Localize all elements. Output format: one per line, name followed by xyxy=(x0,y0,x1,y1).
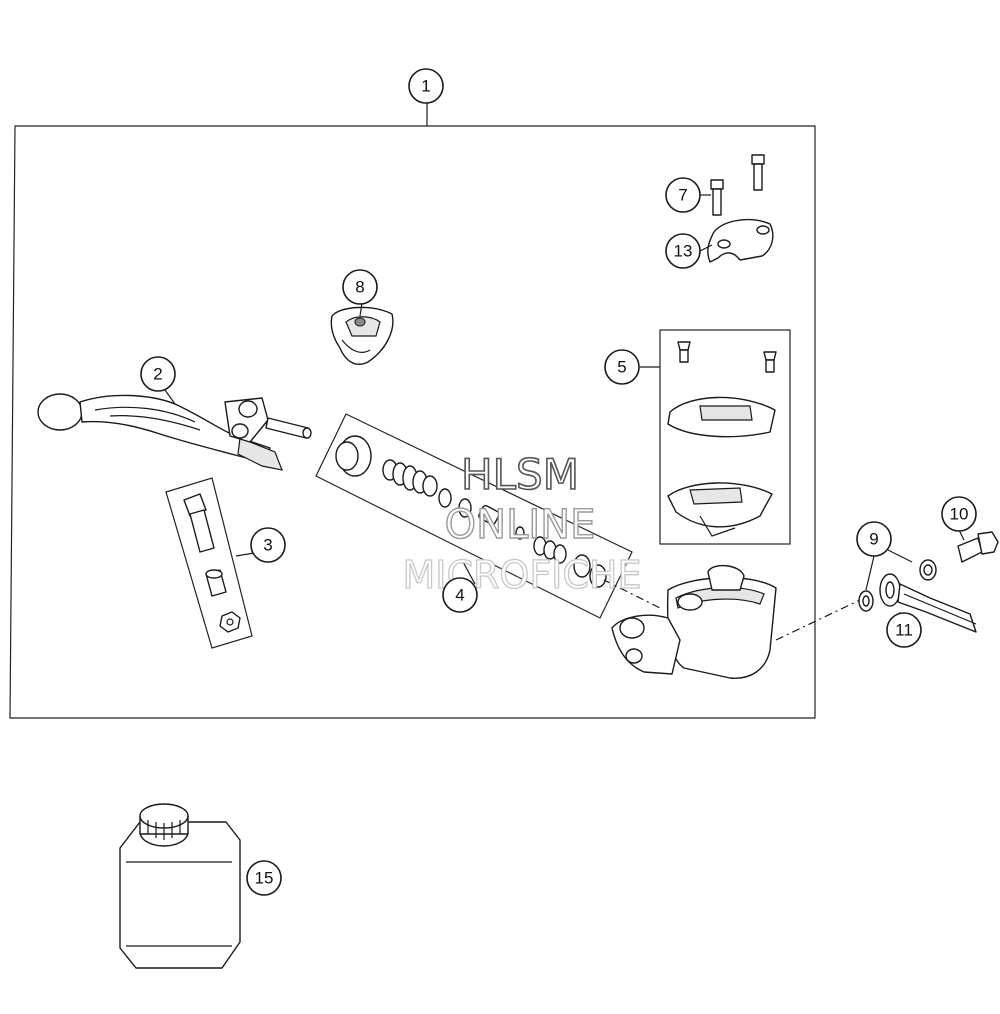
callout-11[interactable]: 11 xyxy=(886,612,922,648)
sealing-washers xyxy=(858,549,937,612)
callout-label: 5 xyxy=(617,358,626,377)
callout-10[interactable]: 10 xyxy=(941,496,977,532)
callout-4[interactable]: 4 xyxy=(442,577,478,613)
callout-label: 1 xyxy=(421,77,430,96)
watermark-line-3: MICROFICHE xyxy=(402,553,641,597)
callout-label: 15 xyxy=(255,869,274,888)
callout-15[interactable]: 15 xyxy=(246,860,282,896)
callout-8[interactable]: 8 xyxy=(342,269,378,305)
callout-label: 13 xyxy=(674,242,693,261)
piston-kit xyxy=(315,413,661,619)
callout-label: 11 xyxy=(895,621,913,640)
callout-2[interactable]: 2 xyxy=(140,356,176,392)
brake-hose xyxy=(879,573,977,633)
callout-5[interactable]: 5 xyxy=(604,349,640,385)
clamp-bolts xyxy=(710,154,765,216)
callout-3[interactable]: 3 xyxy=(250,527,286,563)
callout-label: 2 xyxy=(153,365,162,384)
assembly-frame xyxy=(9,103,816,719)
callout-13[interactable]: 13 xyxy=(665,233,701,269)
watermark-line-2: ONLINE xyxy=(445,502,596,548)
callout-7[interactable]: 7 xyxy=(665,177,701,213)
callout-label: 8 xyxy=(355,278,364,297)
banjo-bolt xyxy=(957,531,999,563)
callout-label: 4 xyxy=(455,586,464,605)
handlebar-clamp xyxy=(707,218,774,263)
watermark: HLSM ONLINE MICROFICHE xyxy=(402,449,642,597)
reservoir-cover-kit xyxy=(640,329,791,545)
master-cylinder-body xyxy=(611,565,861,679)
pivot-bolt-kit xyxy=(165,477,261,649)
callout-9[interactable]: 9 xyxy=(856,521,892,557)
callout-1[interactable]: 1 xyxy=(408,68,444,104)
callout-label: 9 xyxy=(869,530,878,549)
callout-label: 3 xyxy=(263,536,272,555)
callout-label: 7 xyxy=(678,186,687,205)
callout-label: 10 xyxy=(950,505,969,524)
clutch-lever xyxy=(37,393,312,471)
watermark-line-1: HLSM xyxy=(461,450,579,499)
adjuster-cap xyxy=(330,306,394,366)
fluid-bottle xyxy=(119,803,241,969)
